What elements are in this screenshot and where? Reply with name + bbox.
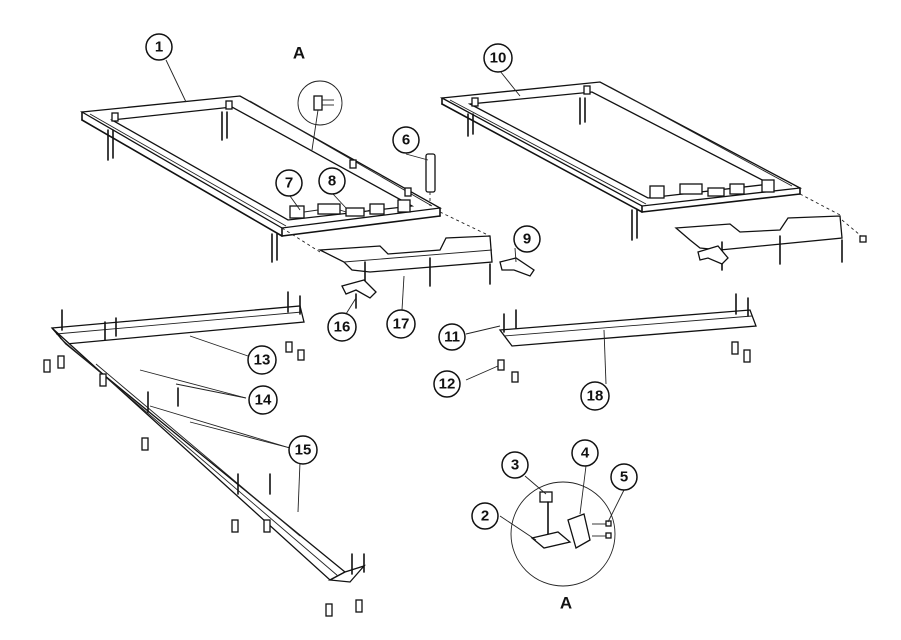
callout-label: 15	[295, 442, 312, 459]
callout-10: 10	[483, 43, 513, 73]
callout-15: 15	[288, 435, 318, 465]
callout-16: 16	[327, 312, 357, 342]
hook-part-9	[499, 257, 535, 277]
callout-label: 6	[402, 132, 410, 149]
callout-2: 2	[471, 502, 499, 530]
callout-4: 4	[571, 439, 599, 467]
callout-label: 17	[393, 316, 410, 333]
frame-assembly-10	[439, 81, 867, 271]
callout-label: 5	[620, 469, 628, 486]
callout-label: 1	[155, 39, 163, 56]
callout-9: 9	[513, 225, 541, 253]
callout-label: 16	[334, 319, 351, 336]
callout-18: 18	[580, 381, 610, 411]
rail-part-18	[497, 293, 757, 383]
callout-label: 13	[254, 352, 271, 369]
callout-label: 9	[523, 231, 531, 248]
detail-a-top	[297, 80, 343, 151]
callout-12: 12	[433, 370, 461, 398]
hook-part-16	[341, 279, 377, 309]
callout-3: 3	[501, 451, 529, 479]
callout-label: 8	[328, 173, 336, 190]
callout-label: 2	[481, 508, 489, 525]
detail-label-bottom: A	[560, 594, 572, 613]
callout-label: 14	[255, 392, 272, 409]
callout-label: 11	[444, 329, 460, 346]
callout-7: 7	[275, 169, 303, 197]
bracket-part-17	[281, 211, 493, 291]
callout-11: 11	[438, 323, 466, 351]
detail-a-bottom	[510, 481, 616, 587]
callout-label: 10	[490, 50, 507, 67]
callout-8: 8	[318, 167, 346, 195]
leader-lines	[139, 59, 625, 541]
callout-5: 5	[610, 463, 638, 491]
callout-14: 14	[248, 385, 278, 415]
rail-part-15	[43, 327, 367, 617]
callout-6: 6	[392, 126, 420, 154]
callout-13: 13	[247, 345, 277, 375]
frame-assembly-1	[79, 95, 443, 263]
callout-label: 18	[587, 388, 604, 405]
callout-label: 7	[285, 175, 293, 192]
callout-label: 12	[439, 376, 456, 393]
callout-1: 1	[145, 33, 173, 61]
callout-17: 17	[386, 309, 416, 339]
detail-label-top: A	[293, 44, 305, 63]
callout-label: 4	[581, 445, 590, 462]
callout-label: 3	[511, 457, 519, 474]
pin-part-6	[425, 153, 436, 206]
